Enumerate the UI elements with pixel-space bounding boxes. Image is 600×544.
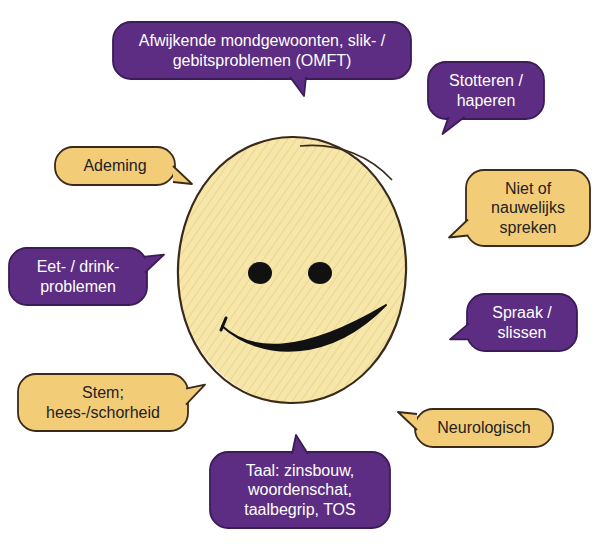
face-fill [178,137,406,403]
bubble-body [466,170,590,246]
bubble-tail-outline [443,117,465,134]
bubble-shape [17,373,189,432]
bubble-shape [8,247,148,306]
bubble-tail [290,77,306,96]
speech-bubble: Eet- / drink- problemen [8,247,148,306]
speech-bubble: Taal: zinsbouw, woordenschat, taalbegrip… [209,451,391,529]
face-outline [178,137,406,403]
bubble-tail-outline [173,166,192,184]
smile-end [221,318,226,330]
bubble-tail-outline [292,435,308,454]
bubble-shape [112,21,412,80]
bubble-tail [186,385,205,405]
face-texture [178,137,406,403]
speech-bubble: Ademing [54,146,176,186]
bubble-body [210,452,390,528]
bubble-text: Afwijkende mondgewoonten, slik- / gebits… [112,23,412,77]
bubble-body [428,62,544,119]
speech-bubble: Stem; hees-/schorheid [17,373,189,432]
bubble-tail [145,255,164,273]
bubble-text: Ademing [54,148,176,183]
bubble-body [113,22,411,79]
bubble-text: Eet- / drink- problemen [8,249,148,303]
eye [248,262,272,284]
bubble-tail [292,435,308,454]
bubble-tail [443,117,465,134]
bubble-text: Stotteren / haperen [427,63,545,117]
bubble-text: Neurologisch [414,410,554,445]
bubble-text: Stem; hees-/schorheid [17,375,189,429]
bubble-text: Spraak / slissen [466,295,578,349]
bubble-shape [466,293,578,352]
bubble-tail-outline [398,412,417,430]
bubble-body [467,294,577,351]
smile [222,305,386,351]
bubble-tail-outline [290,77,306,96]
eye [308,262,332,284]
bubble-tail [173,166,192,184]
bubble-body [55,147,175,185]
speech-bubble: Niet of nauwelijks spreken [465,169,591,247]
bubble-tail-outline [450,323,469,339]
speech-bubble: Afwijkende mondgewoonten, slik- / gebits… [112,21,412,80]
speech-bubble: Stotteren / haperen [427,61,545,120]
bubble-shape [427,61,545,120]
bubble-text: Taal: zinsbouw, woordenschat, taalbegrip… [209,453,391,527]
bubble-tail-outline [186,385,205,405]
bubble-tail-outline [145,255,164,273]
bubble-tail [450,323,469,339]
speech-bubble: Spraak / slissen [466,293,578,352]
bubble-text: Niet of nauwelijks spreken [465,171,591,245]
bubble-body [18,374,188,431]
bubble-body [415,409,553,447]
face-stroke [300,145,392,180]
bubble-tail-outline [449,220,468,238]
bubble-body [9,248,147,305]
bubble-tail [398,412,417,430]
speech-bubble: Neurologisch [414,408,554,448]
bubble-tail [449,220,468,238]
